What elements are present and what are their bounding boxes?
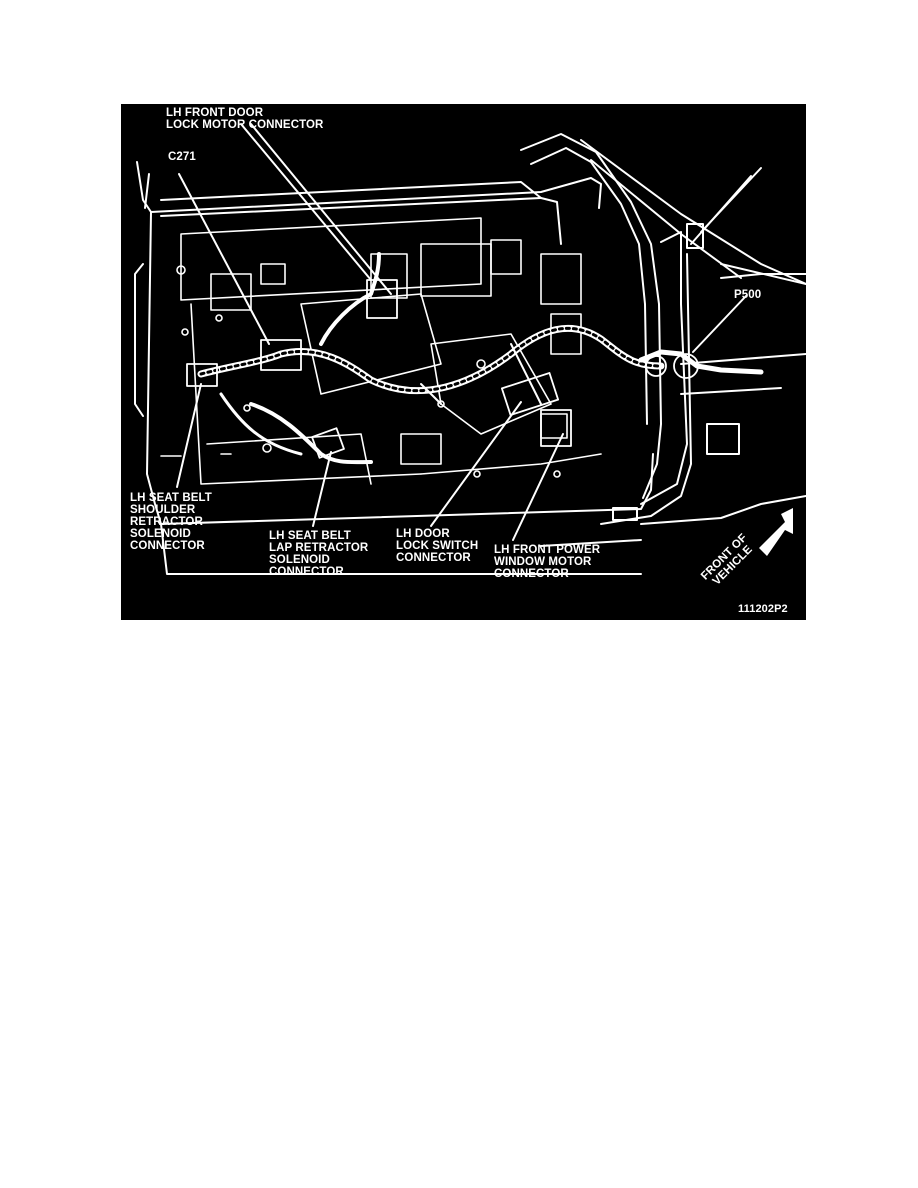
lap-retractor-label: LH SEAT BELT LAP RETRACTOR SOLENOID CONN… [269, 530, 369, 578]
vehicle-body-outline [540, 139, 806, 547]
door-wiring-diagram: LH FRONT DOOR LOCK MOTOR CONNECTOR C271 … [121, 104, 806, 620]
inner-panel-details [160, 217, 602, 485]
front-of-vehicle-arrow [759, 508, 793, 556]
shoulder-retractor-label: LH SEAT BELT SHOULDER RETRACTOR SOLENOID… [130, 492, 212, 552]
lock-switch-connector-shape [500, 372, 560, 416]
connector-shapes [186, 279, 764, 459]
window-motor-label: LH FRONT POWER WINDOW MOTOR CONNECTOR [494, 544, 601, 580]
c271-connector-shape [260, 339, 302, 371]
lap-retractor-connector-shape [311, 427, 345, 459]
c271-label: C271 [168, 151, 196, 163]
p500-grommet-shape [638, 349, 764, 375]
figure-id: 111202P2 [738, 603, 788, 615]
door-frame-outline [134, 133, 662, 575]
leader-lines [176, 123, 747, 541]
p500-label: P500 [734, 289, 762, 301]
door-wiring-illustration [134, 123, 806, 575]
window-motor-connector-shape [540, 409, 572, 447]
shoulder-retractor-connector-shape [186, 363, 218, 387]
wiring-harness [197, 252, 665, 465]
lock-motor-connector-label: LH FRONT DOOR LOCK MOTOR CONNECTOR [166, 107, 324, 131]
lock-motor-connector-shape [366, 279, 398, 319]
lock-switch-label: LH DOOR LOCK SWITCH CONNECTOR [396, 528, 479, 564]
